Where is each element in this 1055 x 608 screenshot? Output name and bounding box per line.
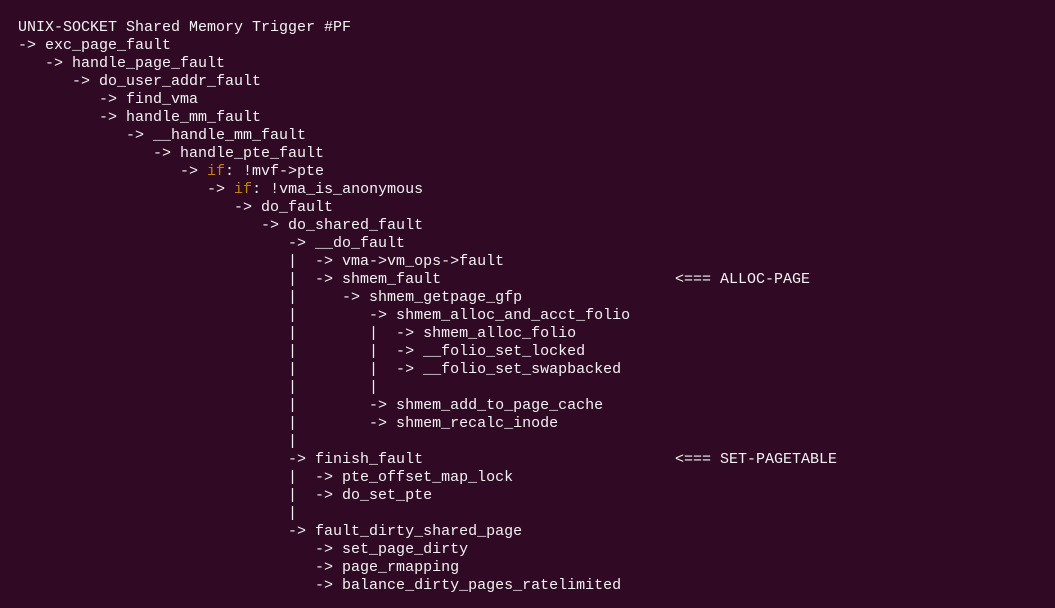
annotation-label: <=== ALLOC-PAGE [675,271,811,288]
call-text: | -> shmem_alloc_and_acct_folio [18,307,631,324]
call-text: | -> shmem_recalc_inode [18,415,559,432]
call-text: -> [18,181,235,198]
call-trace-line: -> handle_page_fault [18,55,1038,73]
call-text: -> [18,163,208,180]
call-trace-line: -> set_page_dirty [18,541,1038,559]
call-trace-line: -> handle_pte_fault [18,145,1038,163]
call-trace-line: | -> shmem_getpage_gfp [18,289,1038,307]
call-text: -> finish_fault [18,451,424,468]
call-text: | [18,505,298,522]
call-trace-line: -> if: !mvf->pte [18,163,1038,181]
keyword-if: if [234,181,253,198]
call-text: | | -> __folio_set_swapbacked [18,361,622,378]
call-trace-line: -> do_user_addr_fault [18,73,1038,91]
terminal-output: UNIX-SOCKET Shared Memory Trigger #PF ->… [18,19,1038,595]
call-text: | -> do_set_pte [18,487,433,504]
call-trace-line: | -> shmem_recalc_inode [18,415,1038,433]
call-trace-line: | [18,433,1038,451]
call-trace-line: | | -> __folio_set_locked [18,343,1038,361]
call-trace-line: -> page_rmapping [18,559,1038,577]
trace-title: UNIX-SOCKET Shared Memory Trigger #PF [18,19,352,36]
call-text: -> do_shared_fault [18,217,424,234]
call-trace-line: | -> shmem_alloc_and_acct_folio [18,307,1038,325]
call-trace-line: -> __handle_mm_fault [18,127,1038,145]
call-trace-line: | | [18,379,1038,397]
call-text: -> do_user_addr_fault [18,73,262,90]
condition-text: : !mvf->pte [225,163,325,180]
call-text: -> page_rmapping [18,559,460,576]
call-trace-line: -> fault_dirty_shared_page [18,523,1038,541]
call-trace-line: -> do_shared_fault [18,217,1038,235]
call-trace-line: -> __do_fault [18,235,1038,253]
call-text: -> fault_dirty_shared_page [18,523,523,540]
call-text: -> handle_pte_fault [18,145,325,162]
call-text: | | -> shmem_alloc_folio [18,325,577,342]
call-trace-line: | -> do_set_pte [18,487,1038,505]
call-trace-line: -> handle_mm_fault [18,109,1038,127]
call-text: | | [18,379,379,396]
call-text: -> handle_mm_fault [18,109,262,126]
call-trace-line: | -> pte_offset_map_lock [18,469,1038,487]
call-text: -> do_fault [18,199,334,216]
call-trace-line: -> balance_dirty_pages_ratelimited [18,577,1038,595]
call-trace-line: | -> shmem_fault <=== ALLOC-PAGE [18,271,1038,289]
call-text: -> __handle_mm_fault [18,127,307,144]
call-text: -> __do_fault [18,235,406,252]
call-trace-line: | -> vma->vm_ops->fault [18,253,1038,271]
call-trace-line: | -> shmem_add_to_page_cache [18,397,1038,415]
call-trace: -> exc_page_fault -> handle_page_fault -… [18,37,1038,595]
call-text: -> balance_dirty_pages_ratelimited [18,577,622,594]
call-text: | -> vma->vm_ops->fault [18,253,505,270]
call-text: -> find_vma [18,91,199,108]
call-text: -> handle_page_fault [18,55,226,72]
call-trace-line: -> find_vma [18,91,1038,109]
call-text: | [18,433,298,450]
call-text: | -> shmem_add_to_page_cache [18,397,604,414]
call-trace-line: -> exc_page_fault [18,37,1038,55]
annotation-label: <=== SET-PAGETABLE [675,451,838,468]
call-trace-line: | | -> shmem_alloc_folio [18,325,1038,343]
call-text: | -> shmem_getpage_gfp [18,289,523,306]
call-text: -> set_page_dirty [18,541,469,558]
call-trace-line: | | -> __folio_set_swapbacked [18,361,1038,379]
condition-text: : !vma_is_anonymous [252,181,424,198]
call-text: | -> shmem_fault [18,271,442,288]
call-trace-line: -> if: !vma_is_anonymous [18,181,1038,199]
call-trace-line: -> finish_fault <=== SET-PAGETABLE [18,451,1038,469]
keyword-if: if [207,163,226,180]
call-text: -> exc_page_fault [18,37,172,54]
call-text: | | -> __folio_set_locked [18,343,586,360]
call-trace-line: | [18,505,1038,523]
call-trace-line: -> do_fault [18,199,1038,217]
call-text: | -> pte_offset_map_lock [18,469,514,486]
